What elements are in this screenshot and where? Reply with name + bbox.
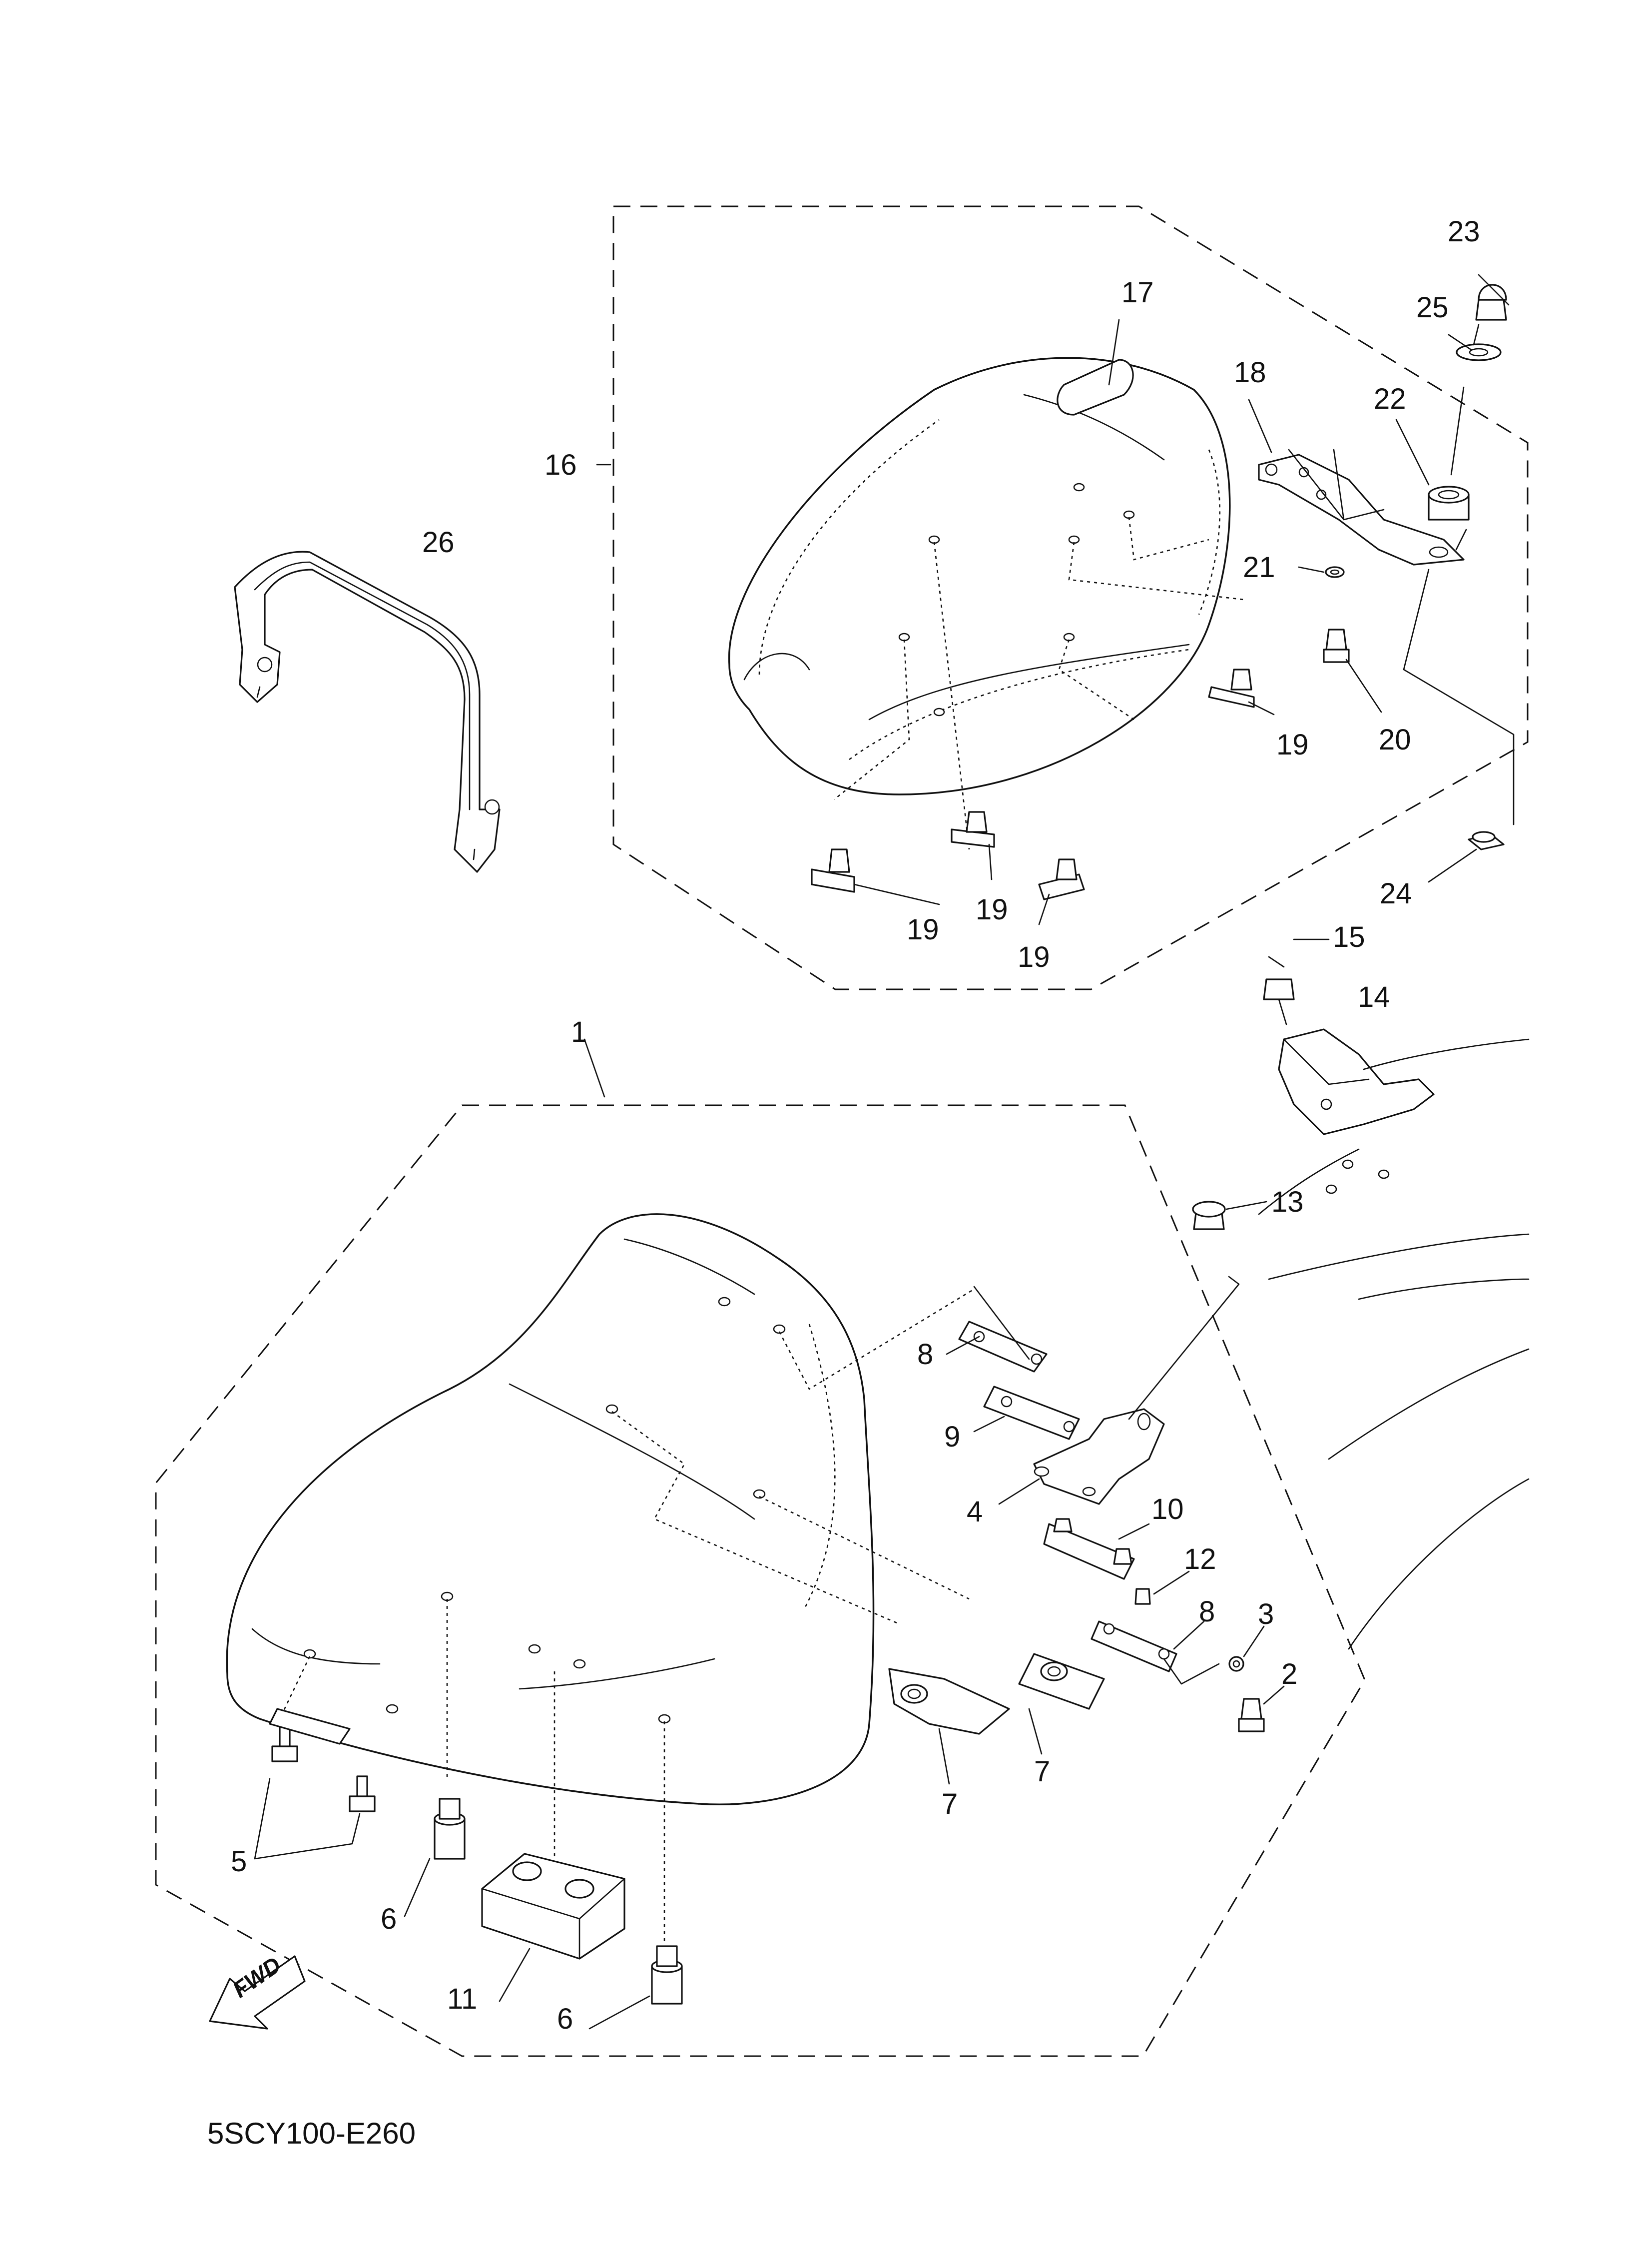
hardware-20-25 <box>1323 284 1515 850</box>
callout-labels: 1 2 3 4 5 6 6 7 7 8 8 9 10 11 12 13 14 1… <box>231 215 1480 2035</box>
main-seat-group <box>155 956 1530 2057</box>
callout-15: 15 <box>1333 921 1365 953</box>
callout-19a: 19 <box>1276 729 1309 761</box>
callout-23: 23 <box>1448 215 1480 248</box>
callout-10: 10 <box>1151 1493 1184 1525</box>
callout-3: 3 <box>1258 1598 1274 1630</box>
callout-1: 1 <box>571 1016 587 1048</box>
callout-20: 20 <box>1379 724 1411 756</box>
callout-8a: 8 <box>917 1338 933 1371</box>
rear-seat-pad <box>728 357 1244 850</box>
bracket-14-and-fenders <box>1192 956 1530 1650</box>
callout-26: 26 <box>422 526 455 559</box>
callout-17: 17 <box>1121 276 1154 309</box>
main-leaders <box>254 1038 1285 2030</box>
callout-7a: 7 <box>942 1788 958 1820</box>
rear-leaders <box>596 274 1510 940</box>
callout-14: 14 <box>1358 981 1390 1013</box>
diagram-code: 5SCY100-E260 <box>207 2117 416 2150</box>
seat-strap-26 <box>234 551 501 873</box>
callout-7b: 7 <box>1034 1755 1050 1788</box>
bracket-18 <box>1258 449 1465 566</box>
callout-19b: 19 <box>907 913 939 946</box>
callout-9: 9 <box>944 1421 960 1453</box>
rear-seat-group <box>234 205 1529 990</box>
fwd-arrow-icon <box>209 1955 306 2030</box>
callout-12: 12 <box>1184 1543 1216 1575</box>
nuts-7 <box>888 1653 1105 1735</box>
rear-seat-group-boundary <box>612 205 1529 990</box>
callout-21: 21 <box>1243 551 1275 584</box>
callout-18: 18 <box>1234 356 1266 389</box>
nut-19 <box>811 669 1255 900</box>
main-seat-pad <box>226 1213 975 1944</box>
callout-6b: 6 <box>557 2003 573 2035</box>
callout-2: 2 <box>1281 1658 1297 1690</box>
callout-22: 22 <box>1374 383 1406 415</box>
callout-8b: 8 <box>1199 1595 1215 1628</box>
callout-19c: 19 <box>976 893 1008 926</box>
callout-11: 11 <box>447 1983 477 2015</box>
callout-16: 16 <box>545 449 577 481</box>
callout-4: 4 <box>967 1496 983 1528</box>
callout-24: 24 <box>1380 877 1412 910</box>
plates-8-9-4 <box>958 1276 1265 1732</box>
part-11-and-6-5 <box>269 1708 683 2005</box>
main-seat-group-boundary <box>155 1104 1366 2057</box>
callout-25: 25 <box>1416 291 1449 324</box>
callout-5: 5 <box>231 1845 247 1878</box>
callout-19d: 19 <box>1018 941 1050 973</box>
callout-13: 13 <box>1271 1186 1304 1218</box>
callout-6a: 6 <box>381 1903 397 1935</box>
